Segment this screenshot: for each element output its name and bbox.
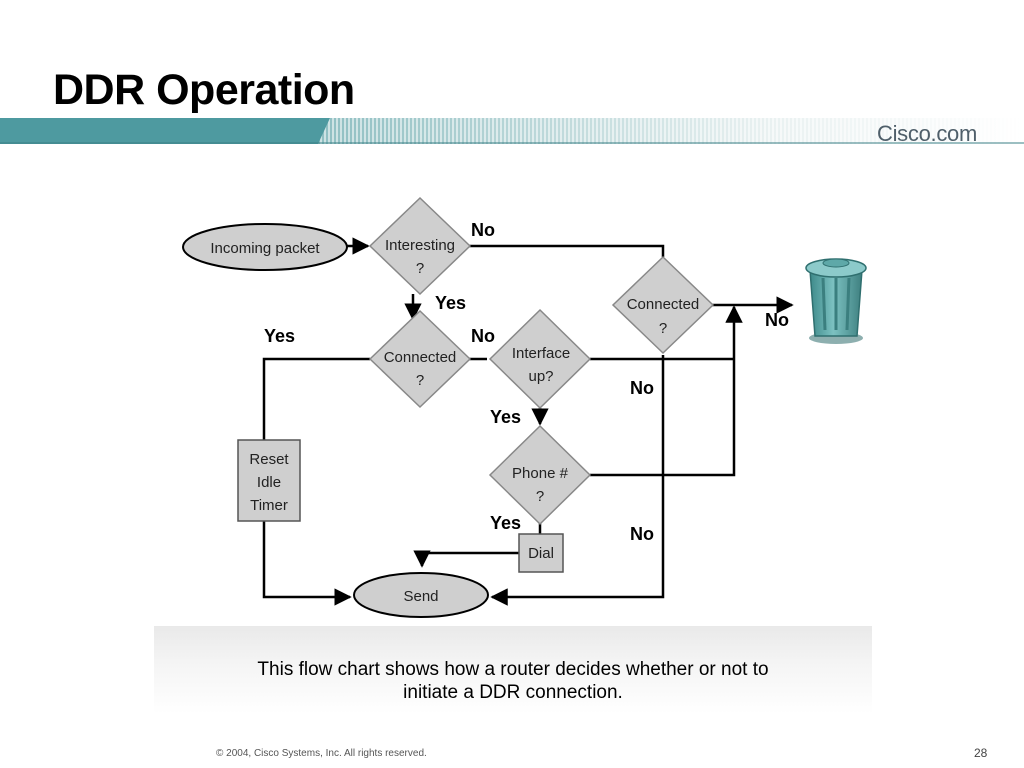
caption-box: This flow chart shows how a router decid…: [154, 626, 872, 714]
edge-label-interface-no: No: [630, 378, 654, 398]
connected-decision-top: Connected ?: [611, 255, 715, 355]
edge-label-interface-yes: Yes: [490, 407, 521, 427]
edge-label-connected-top-no: No: [765, 310, 789, 330]
edge-label-phone-yes: Yes: [490, 513, 521, 533]
connected-mid-label-line-2: ?: [416, 372, 424, 389]
interface-up-label-line-1: Interface: [512, 345, 570, 362]
interesting-decision: Interesting ?: [368, 196, 472, 296]
phone-number-decision: Phone # ?: [488, 424, 592, 526]
edge-label-interesting-no: No: [471, 220, 495, 240]
edge-label-connected-mid-no: No: [471, 326, 495, 346]
reset-label-line-3: Timer: [250, 497, 288, 514]
reset-idle-timer-process: Reset Idle Timer: [237, 439, 301, 522]
interesting-label-line-1: Interesting: [385, 237, 455, 254]
connected-top-label-line-2: ?: [659, 320, 667, 337]
edge-label-interesting-yes: Yes: [435, 293, 466, 313]
interface-up-label-line-2: up?: [528, 368, 553, 385]
connected-mid-label-line-1: Connected: [384, 349, 457, 366]
phone-label-line-1: Phone #: [512, 465, 569, 482]
edge-label-connected-mid-yes: Yes: [264, 326, 295, 346]
dial-process: Dial: [518, 533, 564, 573]
cisco-logo: Cisco.com: [877, 121, 977, 146]
interface-up-decision: Interface up?: [488, 308, 592, 410]
copyright-footer: © 2004, Cisco Systems, Inc. All rights r…: [216, 748, 427, 759]
page-number: 28: [974, 746, 988, 760]
connected-decision-mid: Connected ?: [368, 309, 472, 409]
trash-can-icon: [805, 258, 867, 344]
reset-label-line-2: Idle: [257, 474, 281, 491]
reset-label-line-1: Reset: [249, 451, 289, 468]
dial-label: Dial: [528, 545, 554, 562]
caption-text: This flow chart shows how a router decid…: [154, 658, 872, 704]
incoming-packet-label: Incoming packet: [210, 240, 320, 257]
interesting-label-line-2: ?: [416, 260, 424, 277]
connected-top-label-line-1: Connected: [627, 296, 700, 313]
edge-label-phone-no: No: [630, 524, 654, 544]
send-label: Send: [403, 588, 438, 605]
caption-line-1: This flow chart shows how a router decid…: [257, 659, 769, 680]
incoming-packet-node: Incoming packet: [182, 223, 348, 271]
slide-title: DDR Operation: [53, 66, 355, 114]
flow-connectors: [262, 237, 794, 606]
send-node: Send: [353, 572, 489, 618]
caption-line-2: initiate a DDR connection.: [403, 682, 623, 703]
phone-label-line-2: ?: [536, 488, 544, 505]
title-banner: [0, 118, 1024, 144]
